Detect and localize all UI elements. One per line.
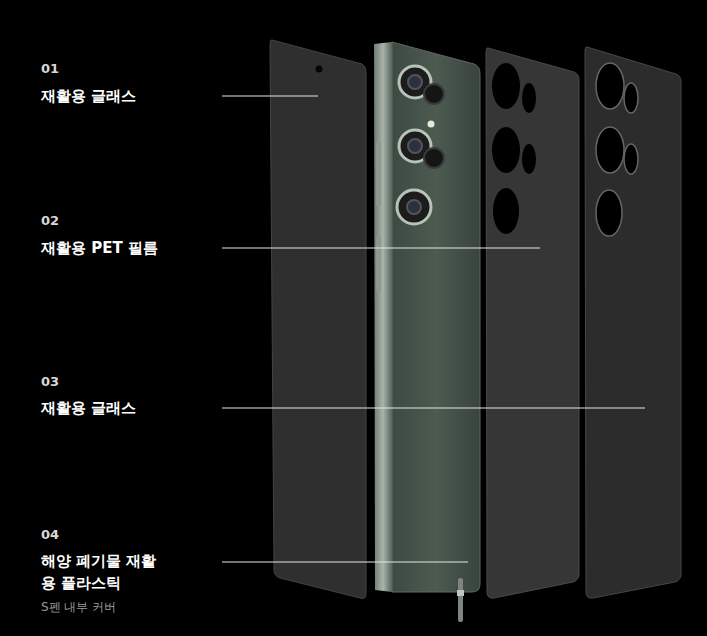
front-glass-panel	[270, 40, 366, 599]
part-label: 해양 폐기물 재활용 플라스틱	[41, 550, 163, 594]
camera-hole	[316, 66, 323, 73]
leader-line	[222, 96, 645, 562]
pet-film-panel	[486, 48, 579, 598]
callout-number: 01	[41, 61, 59, 77]
phone-body	[374, 42, 480, 622]
part-note: S펜 내부 커버	[41, 599, 116, 615]
callout-number: 04	[41, 527, 59, 543]
camera-cutouts	[492, 63, 536, 234]
back-glass-panel	[585, 47, 681, 598]
callout-number: 02	[41, 213, 59, 229]
callout-number: 03	[41, 374, 59, 390]
part-label: 재활용 PET 필름	[41, 237, 158, 259]
part-label: 재활용 글래스	[41, 397, 136, 419]
part-label: 재활용 글래스	[41, 85, 136, 107]
camera-cutouts	[596, 63, 638, 236]
